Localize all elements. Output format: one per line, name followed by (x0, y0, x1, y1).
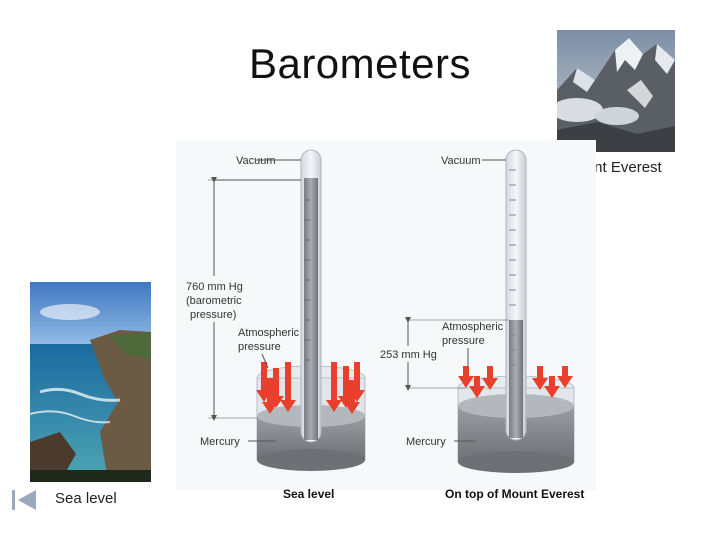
left-height-line3: pressure) (190, 309, 236, 321)
right-atm-line1: Atmospheric (442, 321, 504, 333)
right-atm-line2: pressure (442, 335, 485, 347)
mount-everest-photo (557, 30, 675, 152)
everest-diagram-label: On top of Mount Everest (445, 487, 584, 501)
barometer-diagram: Vacuum 760 mm Hg (barometric pressure) A… (176, 140, 596, 495)
right-mercury-label: Mercury (406, 436, 446, 448)
left-atm-line1: Atmospheric (238, 327, 300, 339)
sea-level-photo (30, 282, 151, 482)
left-height-line2: (barometric (186, 295, 242, 307)
previous-slide-icon[interactable] (10, 488, 40, 512)
left-mercury-label: Mercury (200, 436, 240, 448)
left-height-line1: 760 mm Hg (186, 281, 243, 293)
right-vacuum-label: Vacuum (441, 155, 481, 167)
left-vacuum-label: Vacuum (236, 155, 276, 167)
sea-level-caption: Sea level (55, 490, 117, 507)
left-atm-line2: pressure (238, 341, 281, 353)
sea-level-diagram-label: Sea level (283, 487, 334, 501)
right-height-label: 253 mm Hg (380, 349, 437, 361)
